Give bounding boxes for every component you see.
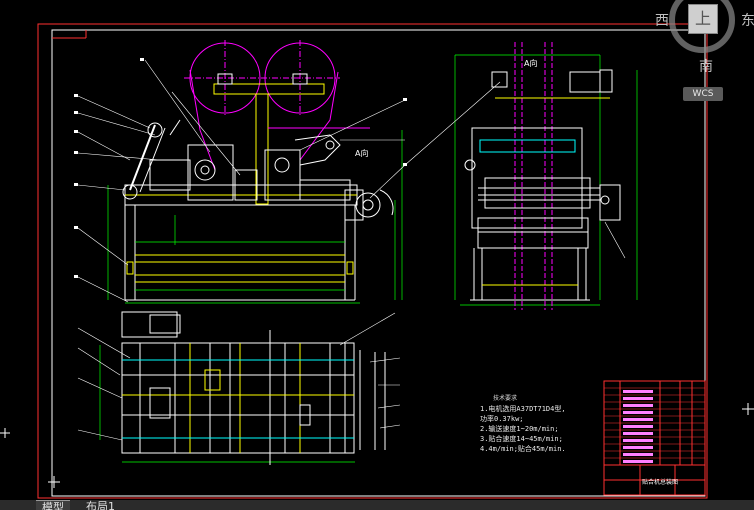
tech-req-line-3: 2.输送速度1~20m/min;: [480, 425, 559, 433]
tech-req-line-2: 功率0.37kw;: [480, 415, 524, 423]
title-block-name: 贴合机总装图: [642, 478, 678, 486]
title-block-cell-text: [623, 397, 653, 400]
viewcube-west[interactable]: 西: [655, 13, 669, 29]
viewcube-south[interactable]: 南: [699, 59, 713, 75]
left-edge-marker: [0, 428, 10, 438]
viewcube-east[interactable]: 东: [741, 13, 754, 29]
title-block-cell-text: [623, 390, 653, 393]
title-block-cell-text: [623, 432, 653, 435]
title-block-cell-text: [623, 453, 653, 456]
title-block-cell-text: [623, 418, 653, 421]
viewcube-ring[interactable]: [669, 0, 735, 53]
sheet-outer-frame: [37, 23, 708, 499]
tech-req-line-4: 3.贴合速度14~45m/min;: [480, 435, 563, 443]
viewcube-top-face[interactable]: 上: [688, 4, 718, 34]
sheet-inner-frame: [51, 29, 706, 497]
view-label-a-side: A向: [524, 58, 537, 68]
wcs-menu-button[interactable]: WCS: [683, 87, 723, 101]
title-block-cell-text: [623, 439, 653, 442]
title-block-cell-text: [623, 425, 653, 428]
tab-model[interactable]: 模型: [36, 500, 70, 510]
title-block: [603, 380, 706, 496]
view-label-a: A向: [355, 148, 368, 158]
tech-req-line-5: 4.4m/min;贴合45m/min.: [480, 445, 566, 453]
crosshair-cursor: [48, 476, 60, 488]
title-block-cell-text: [623, 446, 653, 449]
top-view: [77, 311, 401, 465]
ucs-marker: [742, 403, 754, 415]
title-block-cell-text: [623, 411, 653, 414]
side-view: [404, 42, 638, 310]
title-block-cell-text: [623, 460, 653, 463]
title-block-rows: [604, 387, 705, 463]
title-block-cell-text: [623, 404, 653, 407]
front-view: [74, 40, 407, 304]
tab-layout1[interactable]: 布局1: [86, 500, 115, 510]
tech-requirements-title: 技术要求: [493, 395, 518, 402]
layout-tab-bar: 模型 布局1: [0, 500, 754, 510]
tech-req-line-1: 1.电机选用A37DT71D4型,: [480, 405, 566, 413]
